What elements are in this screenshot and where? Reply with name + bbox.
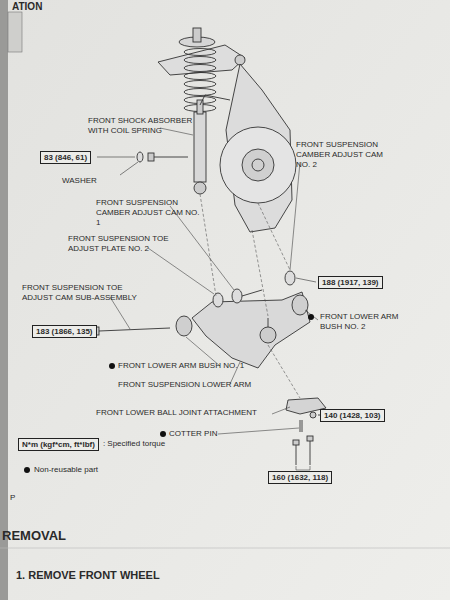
legend-text: : Specified torque bbox=[103, 439, 165, 448]
rule bbox=[0, 548, 450, 549]
part-name: FRONT LOWER ARM BUSH NO. 1 bbox=[118, 361, 248, 371]
part-name: WASHER bbox=[62, 176, 112, 186]
legend-entry: Non-reusable part bbox=[24, 464, 98, 475]
page-edge bbox=[0, 0, 8, 600]
part-name: FRONT SHOCK ABSORBER WITH COIL SPRING bbox=[88, 116, 198, 136]
torque-value: N*m (kgf*cm, ft*lbf) bbox=[22, 440, 95, 449]
part-name: FRONT SUSPENSION CAMBER ADJUST CAM NO. 2 bbox=[296, 140, 386, 170]
torque-value: 83 (846, 61) bbox=[44, 153, 87, 162]
legend-dot bbox=[24, 467, 30, 473]
leader-lines bbox=[110, 128, 318, 434]
part-name: FRONT LOWER ARM BUSH NO. 2 bbox=[320, 312, 415, 332]
part-name: FRONT LOWER BALL JOINT ATTACHMENT bbox=[96, 408, 276, 418]
part-name: FRONT SUSPENSION CAMBER ADJUST CAM NO. 1 bbox=[96, 198, 206, 228]
torque-box: 140 (1428, 103) bbox=[320, 409, 385, 422]
part-name: COTTER PIN bbox=[169, 429, 229, 439]
part-name: ATION bbox=[12, 1, 72, 13]
torque-value: 188 (1917, 139) bbox=[322, 278, 379, 287]
torque-bracket bbox=[296, 466, 310, 470]
section-heading: REMOVAL bbox=[2, 528, 122, 543]
torque-value: 140 (1428, 103) bbox=[324, 411, 381, 420]
torque-value: 160 (1632, 118) bbox=[272, 473, 328, 482]
torque-box: 83 (846, 61) bbox=[40, 151, 91, 164]
legend-entry: : Specified torque bbox=[103, 438, 165, 449]
part-name: FRONT SUSPENSION TOE ADJUST CAM SUB-ASSE… bbox=[22, 283, 152, 303]
non-reusable-dots bbox=[109, 314, 314, 437]
torque-box: 188 (1917, 139) bbox=[318, 276, 383, 289]
part-name: FRONT SUSPENSION LOWER ARM bbox=[118, 380, 258, 390]
torque-box: 160 (1632, 118) bbox=[268, 471, 332, 484]
torque-box: 183 (1866, 135) bbox=[32, 325, 97, 338]
page-mark: P bbox=[10, 493, 30, 503]
torque-box: N*m (kgf*cm, ft*lbf) bbox=[18, 438, 99, 451]
inset-figure bbox=[8, 12, 22, 52]
legend-text: Non-reusable part bbox=[34, 465, 98, 474]
section-heading: 1. REMOVE FRONT WHEEL bbox=[16, 569, 216, 582]
torque-value: 183 (1866, 135) bbox=[36, 327, 93, 336]
part-name: FRONT SUSPENSION TOE ADJUST PLATE NO. 2 bbox=[68, 234, 178, 254]
